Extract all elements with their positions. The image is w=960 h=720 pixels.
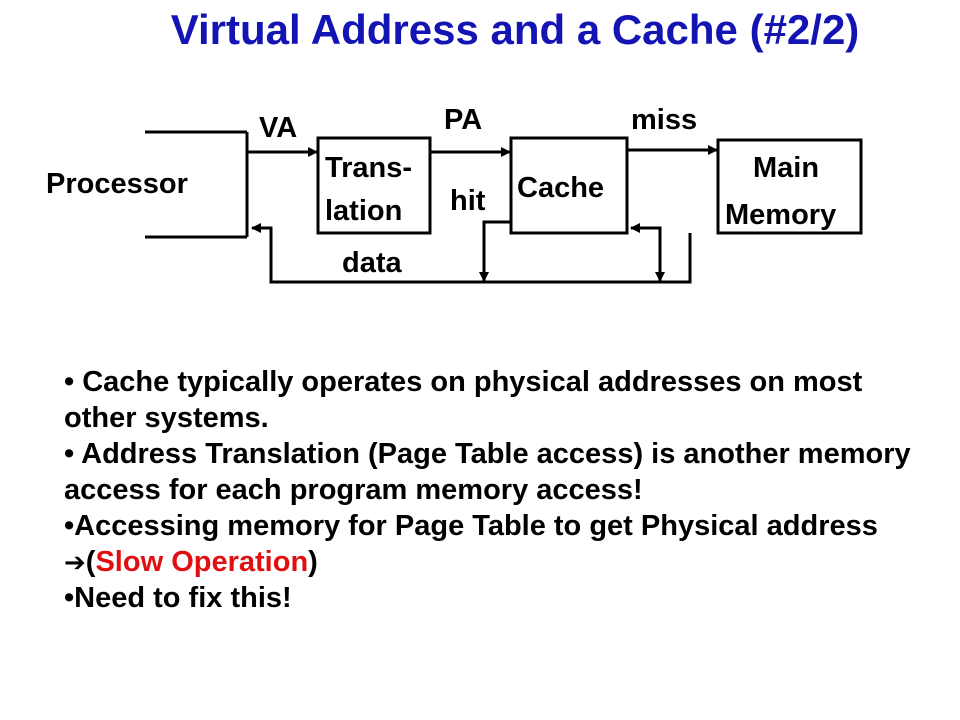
slow-operation-highlight: Slow Operation [95,546,309,578]
bullet-item: •Accessing memory for Page Table to get … [64,510,878,578]
data-label: data [342,247,403,279]
data-return-paths [251,220,692,284]
cache-label: Cache [517,172,604,204]
right-arrow-icon: ➔ [64,547,86,577]
main-memory-label-line2: Memory [725,199,836,231]
address-cache-diagram: Processor VA Trans- lation PA Cache hit … [46,104,863,284]
translation-label-line2: lation [325,195,402,227]
miss-label: miss [631,104,697,136]
processor-block [145,130,249,239]
cache-box [509,136,629,235]
page-title: Virtual Address and a Cache (#2/2) [170,6,860,53]
pa-label: PA [444,104,482,136]
main-memory-box [716,138,863,235]
va-label: VA [259,112,297,144]
bullet-item: • Cache typically operates on physical a… [64,366,863,434]
translation-box [316,136,432,235]
bullet-item: •Need to fix this! [64,582,292,614]
hit-label: hit [450,185,486,217]
bullet-list: • Cache typically operates on physical a… [64,364,924,616]
bullet-item: • Address Translation (Page Table access… [64,438,911,506]
main-memory-label-line1: Main [753,152,819,184]
translation-label-line1: Trans- [325,152,412,184]
processor-label: Processor [46,168,188,200]
